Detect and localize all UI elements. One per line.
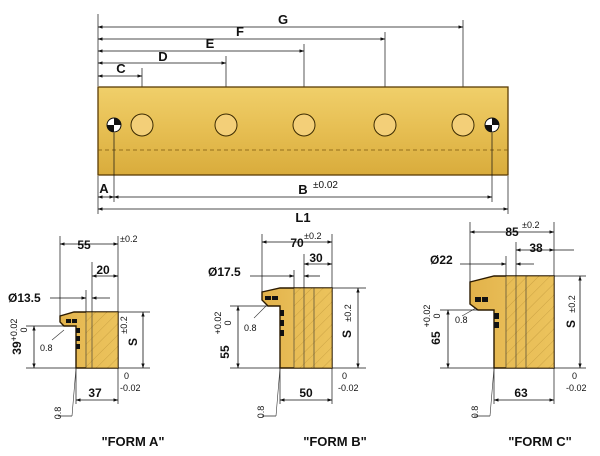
form-b-section: 70 ±0.2 30 Ø17.5 0.8 55 +0.02 0 S ±0.2 5…	[208, 231, 367, 449]
mounting-hole	[451, 113, 475, 137]
form-c-diameter: Ø22	[430, 253, 453, 267]
form-a-bottom-tol-minus: -0.02	[120, 383, 141, 393]
label-l1: L1	[295, 210, 310, 225]
form-c-s-tol: ±0.2	[567, 295, 577, 312]
mounting-hole	[214, 113, 238, 137]
form-b-bottom: 50	[299, 386, 313, 400]
form-c-section: 85 ±0.2 38 Ø22 0.8 65 +0.02 0 S ±0.2 63 …	[422, 220, 587, 449]
form-b-s: S	[340, 330, 354, 338]
form-b-width-tol: ±0.2	[304, 231, 321, 241]
form-a-section: 55 ±0.2 20 Ø13.5 0.8 39 +0.02 0 S ±0.2 3…	[8, 234, 165, 449]
form-a-corner: 0.8	[53, 407, 63, 420]
form-a-width: 55	[77, 238, 91, 252]
form-c-bottom-tol-minus: -0.02	[566, 383, 587, 393]
form-c-top: 38	[529, 241, 543, 255]
form-c-title: "FORM C"	[508, 434, 572, 449]
label-b: B	[298, 182, 307, 197]
form-c-bottom: 63	[514, 386, 528, 400]
form-b-height: 55	[218, 345, 232, 359]
label-b-tolerance: ±0.02	[313, 180, 338, 191]
form-b-diameter: Ø17.5	[208, 265, 241, 279]
mounting-hole	[130, 113, 154, 137]
form-b-width: 70	[290, 236, 304, 250]
form-a-height-tol-zero: 0	[19, 327, 29, 332]
form-c-height-tol-plus: +0.02	[422, 305, 432, 328]
form-b-corner: 0.8	[256, 406, 266, 419]
label-a: A	[99, 181, 109, 196]
form-b-chamfer: 0.8	[244, 323, 257, 333]
top-view: G F E D C A B	[97, 12, 509, 225]
form-b-title: "FORM B"	[303, 434, 367, 449]
label-e: E	[206, 36, 215, 51]
form-a-width-tol: ±0.2	[120, 234, 137, 244]
form-a-s: S	[126, 338, 140, 346]
form-a-height-tol-plus: +0.02	[9, 319, 19, 342]
label-c: C	[116, 61, 126, 76]
mounting-hole	[292, 113, 316, 137]
form-c-bottom-tol-zero: 0	[572, 371, 577, 381]
form-b-height-tol-zero: 0	[223, 320, 233, 325]
form-c-height: 65	[429, 331, 443, 345]
label-d: D	[158, 49, 167, 64]
label-g: G	[278, 12, 288, 27]
reference-mark-icon	[484, 117, 500, 133]
form-a-height: 39	[10, 341, 24, 355]
form-b-top: 30	[309, 251, 323, 265]
form-c-width: 85	[505, 225, 519, 239]
form-c-chamfer: 0.8	[455, 315, 468, 325]
form-a-chamfer: 0.8	[40, 343, 53, 353]
form-a-s-tol: ±0.2	[119, 316, 129, 333]
form-c-width-tol: ±0.2	[522, 220, 539, 230]
form-a-bottom: 37	[88, 386, 102, 400]
form-c-s: S	[564, 320, 578, 328]
form-b-bottom-tol-zero: 0	[342, 371, 347, 381]
label-f: F	[236, 24, 244, 39]
reference-mark-icon	[106, 117, 122, 133]
form-a-top: 20	[96, 263, 110, 277]
form-a-diameter: Ø13.5	[8, 291, 41, 305]
form-c-height-tol-zero: 0	[432, 313, 442, 318]
form-a-bottom-tol-zero: 0	[124, 371, 129, 381]
form-a-title: "FORM A"	[101, 434, 164, 449]
mounting-hole	[373, 113, 397, 137]
form-b-s-tol: ±0.2	[343, 304, 353, 321]
form-b-bottom-tol-minus: -0.02	[338, 383, 359, 393]
form-c-corner: 0.8	[470, 406, 480, 419]
form-b-height-tol-plus: +0.02	[213, 312, 223, 335]
